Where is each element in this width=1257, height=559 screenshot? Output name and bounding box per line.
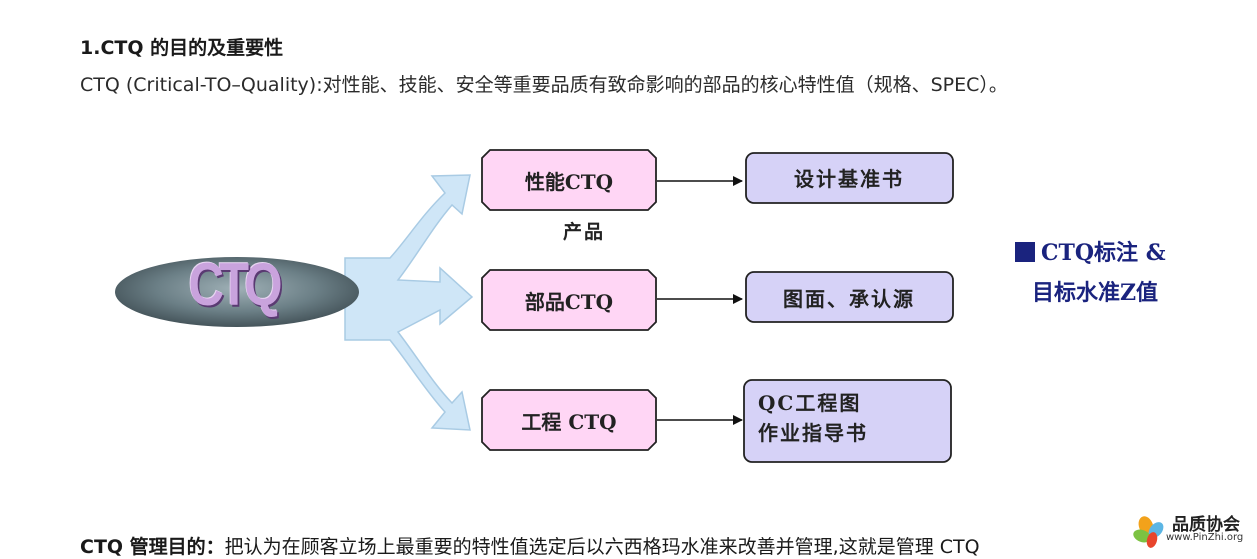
doc-box-design-standard: [745, 152, 954, 204]
heading: 1.CTQ 的目的及重要性: [80, 37, 284, 59]
logo-url: www.PinZhi.org: [1166, 532, 1244, 543]
square-bullet-icon: [1015, 242, 1035, 262]
side-note: CTQ标注 & 目标水准Z值: [1015, 233, 1166, 313]
ctq-box-label-part: 部品CTQ: [524, 290, 614, 314]
product-label: 产品: [563, 221, 606, 243]
doc-label-qc-process-line1: QC工程图: [758, 391, 862, 415]
ctq-definition: CTQ (Critical-TO–Quality):对性能、技能、安全等重要品质…: [80, 74, 1008, 96]
doc-label-qc-process-line2: 作业指导书: [758, 421, 868, 445]
doc-box-qc-process: [743, 379, 952, 463]
purpose-text: 把认为在顾客立场上最重要的特性值选定后以六西格玛水准来改善并管理,这就是管理 C…: [224, 536, 980, 558]
side-note-line2: 目标水准Z值: [1032, 280, 1159, 306]
site-logo: 品质协会 www.PinZhi.org: [1128, 508, 1253, 548]
doc-box-drawing-approval: [745, 271, 954, 323]
logo-name: 品质协会: [1172, 515, 1240, 535]
ctq-center-label: CTQ: [188, 251, 282, 318]
side-note-line1-text: CTQ标注 &: [1041, 240, 1166, 266]
doc-label-design-standard: 设计基准书: [794, 167, 904, 191]
ctq-box-performance: [481, 149, 657, 211]
branch-arrow: [344, 174, 474, 431]
ctq-box-label-process: 工程 CTQ: [521, 410, 617, 434]
purpose-label: CTQ 管理目的：: [80, 536, 225, 558]
ctq-ellipse: [115, 257, 359, 327]
side-note-line1: CTQ标注 &: [1015, 233, 1166, 273]
ctq-box-part: [481, 269, 657, 331]
doc-label-drawing-approval: 图面、承认源: [783, 287, 915, 311]
flower-logo-icon: [1133, 516, 1164, 548]
ctq-box-label-performance: 性能CTQ: [524, 170, 614, 194]
doc-label-qc-process: QC工程图 作业指导书: [758, 388, 868, 448]
purpose-statement: CTQ 管理目的：把认为在顾客立场上最重要的特性值选定后以六西格玛水准来改善并管…: [80, 532, 980, 559]
ctq-box-process: [481, 389, 657, 451]
